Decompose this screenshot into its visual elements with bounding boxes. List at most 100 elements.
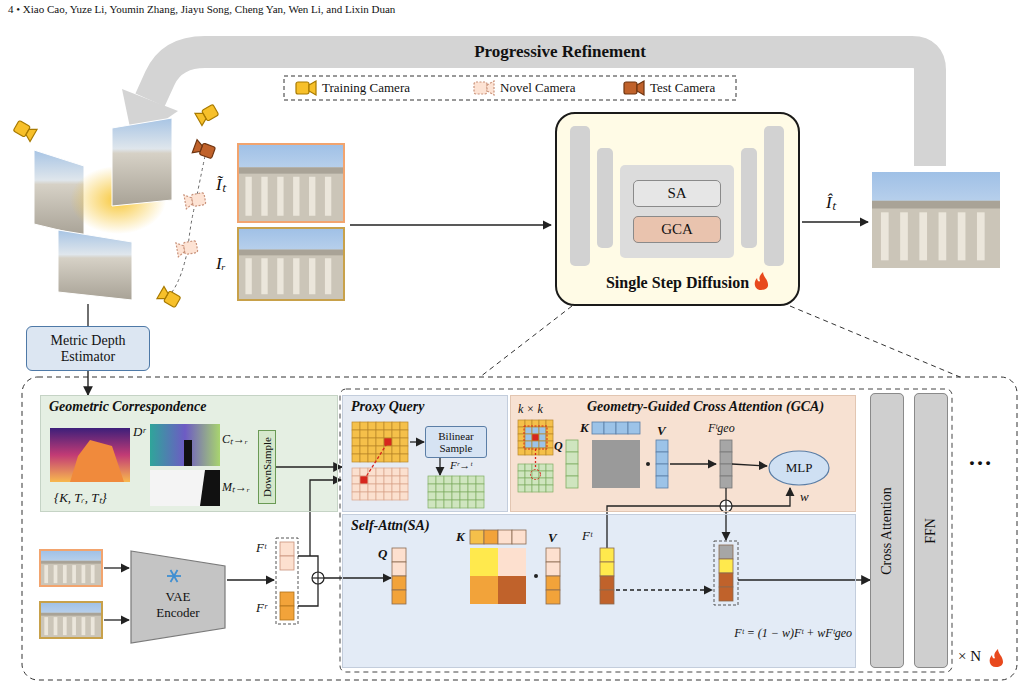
grid-cell [468, 476, 476, 484]
image-label: Iᵣ [216, 254, 226, 274]
matrix-label: V [548, 530, 557, 546]
grid-cell [400, 468, 408, 476]
grid-cell [384, 454, 392, 462]
flame-icon [990, 649, 1003, 667]
grid-cell [452, 484, 460, 492]
camera-body [624, 82, 637, 94]
grid-cell [539, 478, 546, 485]
vae-encoder: VAE Encoder [130, 550, 226, 644]
box-fill [26, 326, 150, 371]
feature-cell [720, 476, 732, 488]
photo-frieze [238, 250, 344, 256]
photo-column [977, 212, 985, 260]
feature-cell [720, 452, 732, 464]
photo-frieze [872, 201, 1000, 209]
photo-column [293, 258, 299, 294]
arrow-line [410, 441, 424, 442]
proxy-query-panel: Proxy QueryBilinear Sample [342, 395, 508, 512]
panel-title: Proxy Query [351, 399, 425, 415]
feature-cell [592, 422, 604, 434]
arrow-line [104, 619, 129, 620]
math-label: Cₜ→ᵣ [222, 430, 248, 447]
photo [40, 550, 102, 586]
grid-cell [428, 500, 436, 508]
camera-icon [296, 81, 316, 95]
grid-cell [525, 464, 532, 471]
photo-column [245, 177, 251, 216]
product-dot [534, 574, 538, 578]
grid-cell [360, 446, 368, 454]
camera-icon [13, 119, 37, 141]
grid-cell [400, 438, 408, 446]
figure-art [13, 52, 1017, 680]
grid-cell [546, 478, 553, 485]
photo-column [44, 617, 48, 635]
math-label: Fᵗ [256, 540, 266, 556]
depth-map [50, 428, 130, 482]
grid-cell [384, 484, 392, 492]
legend-text: Novel Camera [500, 80, 575, 96]
connector-arrow [276, 466, 342, 467]
mlp-shape [769, 451, 829, 485]
grid-cell [518, 464, 525, 471]
photo-frieze [40, 561, 102, 564]
photo [40, 602, 102, 638]
grid-cell [352, 422, 360, 430]
camera-icon [474, 81, 494, 95]
photo-column [277, 258, 283, 294]
correspondence-map [150, 424, 220, 466]
photo-column [309, 258, 315, 294]
panel-title: Self-Attn(SA) [351, 518, 430, 534]
attention-quadrant [498, 548, 526, 576]
grid-cell [444, 500, 452, 508]
camera-icon [176, 240, 198, 257]
grid-cell [444, 476, 452, 484]
camera-lens [637, 81, 644, 95]
camera-icon [184, 192, 206, 209]
box-fill [633, 216, 721, 243]
mask-map [150, 470, 220, 506]
feature-cell [546, 548, 560, 562]
grid-cell [400, 476, 408, 484]
grid-cell [518, 485, 525, 492]
grid-cell [376, 468, 384, 476]
feature-cell [600, 562, 614, 576]
depth-map-shape [70, 440, 124, 482]
diffusion-box: Single Step DiffusionSAGCA [555, 112, 800, 306]
detail-region [22, 377, 1017, 680]
block-region [340, 389, 952, 672]
grid-cell [518, 478, 525, 485]
grid-cell [444, 484, 452, 492]
photo-building [238, 167, 344, 222]
image-label: Îₜ [826, 190, 836, 213]
photo-building [872, 201, 1000, 268]
bilinear-box: Bilinear Sample [425, 426, 487, 458]
photo-column [63, 617, 67, 635]
grid-cell [476, 484, 484, 492]
feature-cell [566, 476, 578, 488]
unet-block [570, 126, 590, 266]
grid-cell [376, 422, 384, 430]
arrow-line [350, 224, 551, 225]
photo-sky [872, 172, 1000, 268]
feature-cell [720, 464, 732, 476]
grid-cell [360, 422, 368, 430]
grid-cell [360, 438, 368, 446]
grid-cell [460, 476, 468, 484]
unet-block [620, 165, 734, 258]
photo [872, 172, 1000, 268]
query-marker [531, 470, 541, 480]
grid-cell [360, 484, 368, 492]
feature-cell [392, 590, 406, 604]
photo-column [82, 565, 86, 583]
photo-column [82, 617, 86, 635]
photo-building [238, 250, 344, 300]
math-label: Fʳ [256, 600, 267, 616]
grid-cell [360, 454, 368, 462]
photo-frame [238, 144, 344, 222]
arrow-line [670, 463, 716, 464]
camera-lens [195, 110, 208, 126]
